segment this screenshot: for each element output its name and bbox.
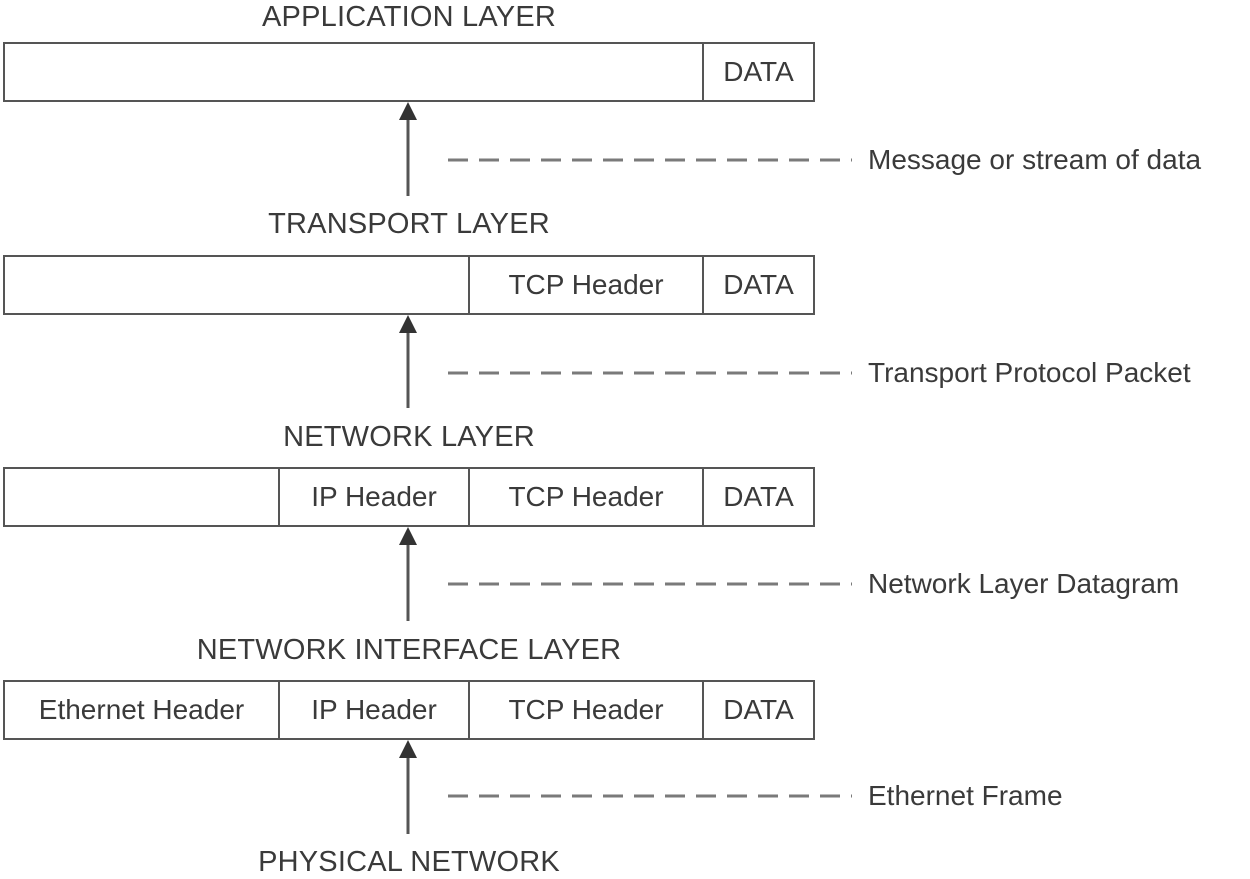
- ethernet-data-cell: DATA: [702, 682, 813, 738]
- network-layer-title: NETWORK LAYER: [283, 421, 535, 453]
- ethernet-packet: Ethernet Header IP Header TCP Header DAT…: [3, 680, 815, 740]
- ethernet-tcp-header-cell: TCP Header: [468, 682, 702, 738]
- transport-data-cell: DATA: [702, 257, 813, 313]
- network-interface-layer-title: NETWORK INTERFACE LAYER: [196, 634, 622, 666]
- network-ip-header-cell: IP Header: [278, 469, 468, 525]
- application-data-cell: DATA: [702, 44, 813, 100]
- application-packet: DATA: [3, 42, 815, 102]
- transport-payload-cell: [5, 257, 468, 313]
- network-data-cell: DATA: [702, 469, 813, 525]
- physical-network-label: PHYSICAL NETWORK: [258, 846, 560, 878]
- network-payload-cell: [5, 469, 278, 525]
- annotation-datagram: Network Layer Datagram: [868, 568, 1180, 599]
- annotation-transport-packet: Transport Protocol Packet: [868, 357, 1191, 388]
- arrow-up-icon: [399, 527, 417, 545]
- transport-packet: TCP Header DATA: [3, 255, 815, 315]
- ethernet-header-cell: Ethernet Header: [38, 694, 245, 725]
- arrow-up-icon: [399, 740, 417, 758]
- annotation-ethernet-frame: Ethernet Frame: [868, 780, 1063, 811]
- application-payload-cell: [5, 44, 702, 100]
- transport-tcp-header-cell: TCP Header: [468, 257, 702, 313]
- network-tcp-header-cell: TCP Header: [468, 469, 702, 525]
- application-layer-title: APPLICATION LAYER: [261, 1, 557, 33]
- arrow-up-icon: [399, 315, 417, 333]
- network-packet: IP Header TCP Header DATA: [3, 467, 815, 527]
- ethernet-ip-header-cell: IP Header: [278, 682, 468, 738]
- annotation-message: Message or stream of data: [868, 144, 1202, 175]
- transport-layer-title: TRANSPORT LAYER: [268, 208, 550, 240]
- arrow-up-icon: [399, 102, 417, 120]
